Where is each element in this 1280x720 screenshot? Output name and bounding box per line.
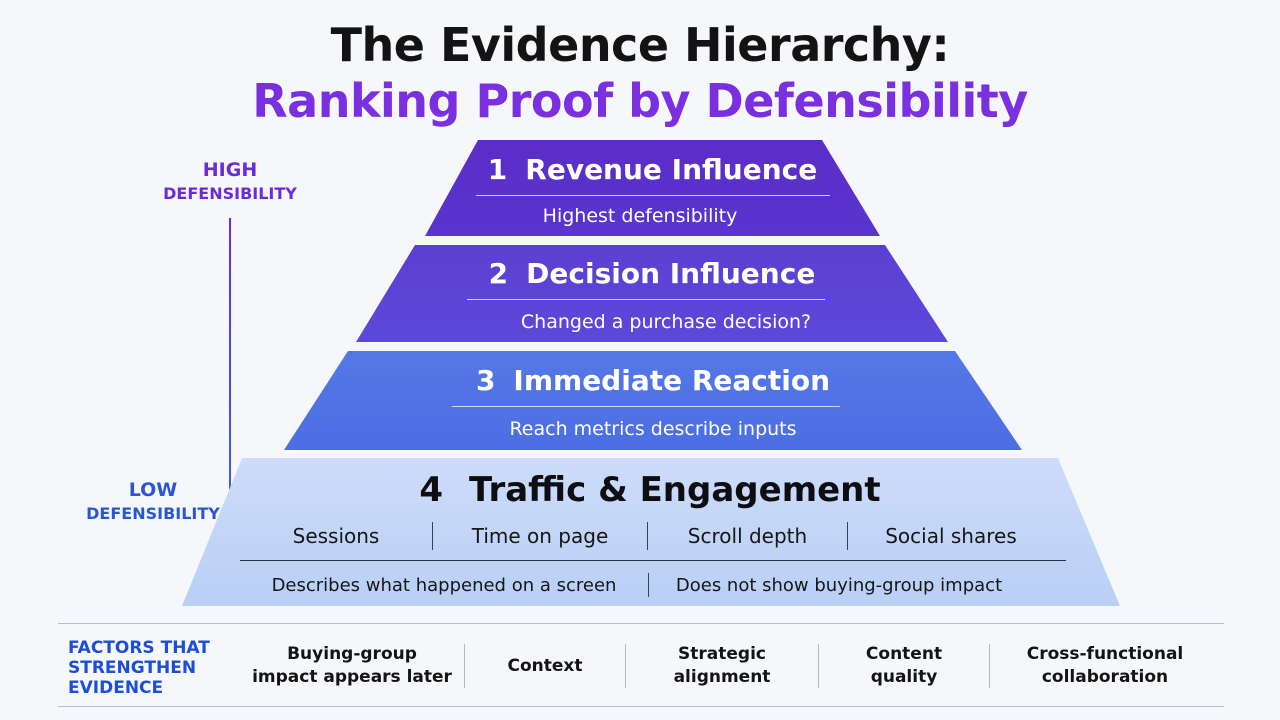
tier-2-subtitle: Changed a purchase decision? bbox=[520, 311, 812, 333]
scale-low-sub: DEFENSIBILITY bbox=[86, 504, 220, 523]
tier-4-number: 4 bbox=[419, 470, 444, 510]
tier-4-shape bbox=[182, 458, 1120, 606]
tier-4-label: Traffic & Engagement bbox=[469, 470, 881, 510]
metric-divider bbox=[432, 522, 433, 550]
tier-4-rule bbox=[240, 560, 1066, 561]
tier-3-shape bbox=[284, 351, 1022, 450]
factor-divider bbox=[625, 644, 626, 688]
tier-2-shape bbox=[356, 245, 948, 342]
tier-1-subtitle: Highest defensibility bbox=[542, 205, 738, 227]
tier-1-shape bbox=[425, 140, 880, 236]
note-buying-group: Does not show buying-group impact bbox=[675, 574, 1003, 596]
metric-time-on-page: Time on page bbox=[471, 524, 609, 548]
tier-4-heading: 4 Traffic & Engagement bbox=[180, 470, 1120, 510]
factor-line: quality bbox=[870, 667, 938, 687]
tier-4-metrics: Sessions Time on page Scroll depth Socia… bbox=[240, 520, 1070, 552]
factors-label: FACTORS THAT STRENGTHEN EVIDENCE bbox=[68, 638, 228, 698]
factor-divider bbox=[818, 644, 819, 688]
scale-high-word: HIGH bbox=[202, 159, 258, 181]
factors-row: Buying-group impact appears later Contex… bbox=[240, 636, 1230, 696]
title-line-2: Ranking Proof by Defensibility bbox=[252, 74, 1028, 128]
tier-3-subtitle: Reach metrics describe inputs bbox=[509, 418, 797, 440]
tier-3-heading: 3 Immediate Reaction bbox=[284, 364, 1022, 397]
tier-1-heading: 1 Revenue Influence bbox=[425, 153, 880, 186]
factor-buying-group: Buying-group impact appears later bbox=[240, 643, 464, 689]
factor-line: impact appears later bbox=[252, 667, 452, 687]
tier-3-label: Immediate Reaction bbox=[513, 364, 831, 397]
title-line-1: The Evidence Hierarchy: bbox=[330, 18, 950, 72]
tier-2-label: Decision Influence bbox=[526, 257, 816, 290]
note-screen: Describes what happened on a screen bbox=[271, 574, 617, 596]
metric-sessions: Sessions bbox=[292, 524, 380, 548]
factor-line: Content bbox=[865, 644, 943, 664]
scale-low-word: LOW bbox=[128, 479, 178, 501]
factor-divider bbox=[464, 644, 465, 688]
factors-label-line-1: FACTORS THAT bbox=[68, 638, 210, 658]
factor-line: collaboration bbox=[1041, 667, 1169, 687]
tier-3-number: 3 bbox=[475, 364, 496, 397]
factor-cross-functional: Cross-functional collaboration bbox=[990, 643, 1220, 689]
factor-line: Strategic bbox=[678, 644, 766, 664]
factors-top-border bbox=[58, 623, 1224, 624]
factor-line: Cross-functional bbox=[1026, 644, 1184, 664]
tier-4-notes: Describes what happened on a screen Does… bbox=[240, 570, 1070, 600]
factor-context: Context bbox=[465, 655, 625, 678]
factor-content-quality: Content quality bbox=[819, 643, 989, 689]
factors-label-line-2: STRENGTHEN bbox=[68, 658, 197, 678]
factors-label-line-3: EVIDENCE bbox=[68, 678, 164, 698]
scale-high-label: HIGH DEFENSIBILITY bbox=[150, 158, 310, 206]
tier-1-label: Revenue Influence bbox=[525, 153, 818, 186]
scale-high-sub: DEFENSIBILITY bbox=[163, 184, 297, 203]
note-divider bbox=[648, 573, 649, 597]
metric-social-shares: Social shares bbox=[885, 524, 1017, 548]
factors-bottom-border bbox=[58, 706, 1224, 707]
defensibility-scale-line bbox=[229, 218, 231, 510]
factor-line: alignment bbox=[673, 667, 771, 687]
factor-divider bbox=[989, 644, 990, 688]
tier-2-number: 2 bbox=[488, 257, 509, 290]
factor-line: Buying-group bbox=[287, 644, 417, 664]
factor-strategic-alignment: Strategic alignment bbox=[626, 643, 818, 689]
tier-2-rule bbox=[467, 299, 825, 300]
metric-divider bbox=[847, 522, 848, 550]
scale-low-label: LOW DEFENSIBILITY bbox=[78, 478, 228, 526]
metric-divider bbox=[647, 522, 648, 550]
tier-2-heading: 2 Decision Influence bbox=[356, 257, 948, 290]
tier-1-rule bbox=[476, 195, 830, 196]
metric-scroll-depth: Scroll depth bbox=[687, 524, 808, 548]
tier-3-rule bbox=[452, 406, 840, 407]
factor-line: Context bbox=[507, 655, 583, 676]
tier-1-number: 1 bbox=[487, 153, 508, 186]
